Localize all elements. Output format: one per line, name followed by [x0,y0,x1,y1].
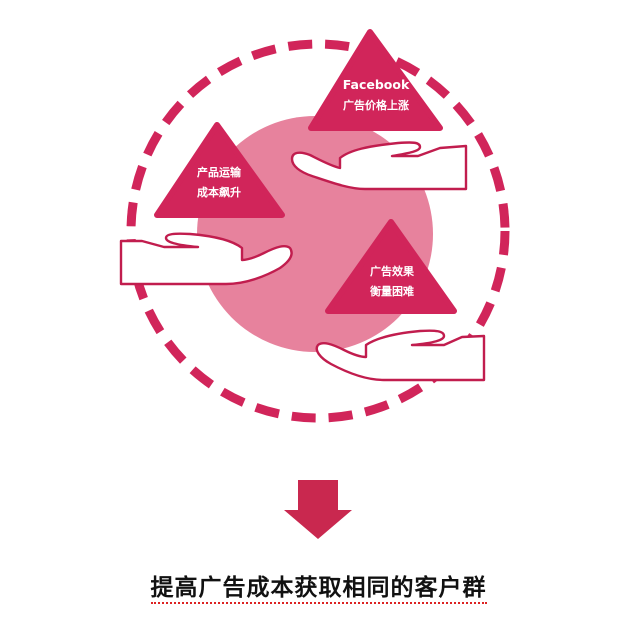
triangle-shipping-line1: 产品运输 [197,165,242,179]
triangle-facebook-line2: 广告价格上涨 [343,98,409,112]
hand-icon-left [119,232,293,286]
caption: 提高广告成本获取相同的客户群 [0,568,637,604]
triangle-effect-line1: 广告效果 [370,264,414,278]
triangle-facebook: Facebook 广告价格上涨 [308,29,443,131]
caption-text: 提高广告成本获取相同的客户群 [150,575,487,604]
dashed-ring [126,39,510,423]
triangle-shipping-line2: 成本飙升 [197,185,241,199]
triangle-effect-line2: 衡量困难 [370,284,414,298]
triangle-effect: 广告效果 衡量困难 [325,219,457,314]
down-arrow-icon [284,480,352,539]
triangle-shipping: 产品运输 成本飙升 [154,122,285,218]
hand-icon-top [290,141,468,191]
triangle-facebook-line1: Facebook [343,77,410,92]
hand-icon-bottom [315,329,486,382]
